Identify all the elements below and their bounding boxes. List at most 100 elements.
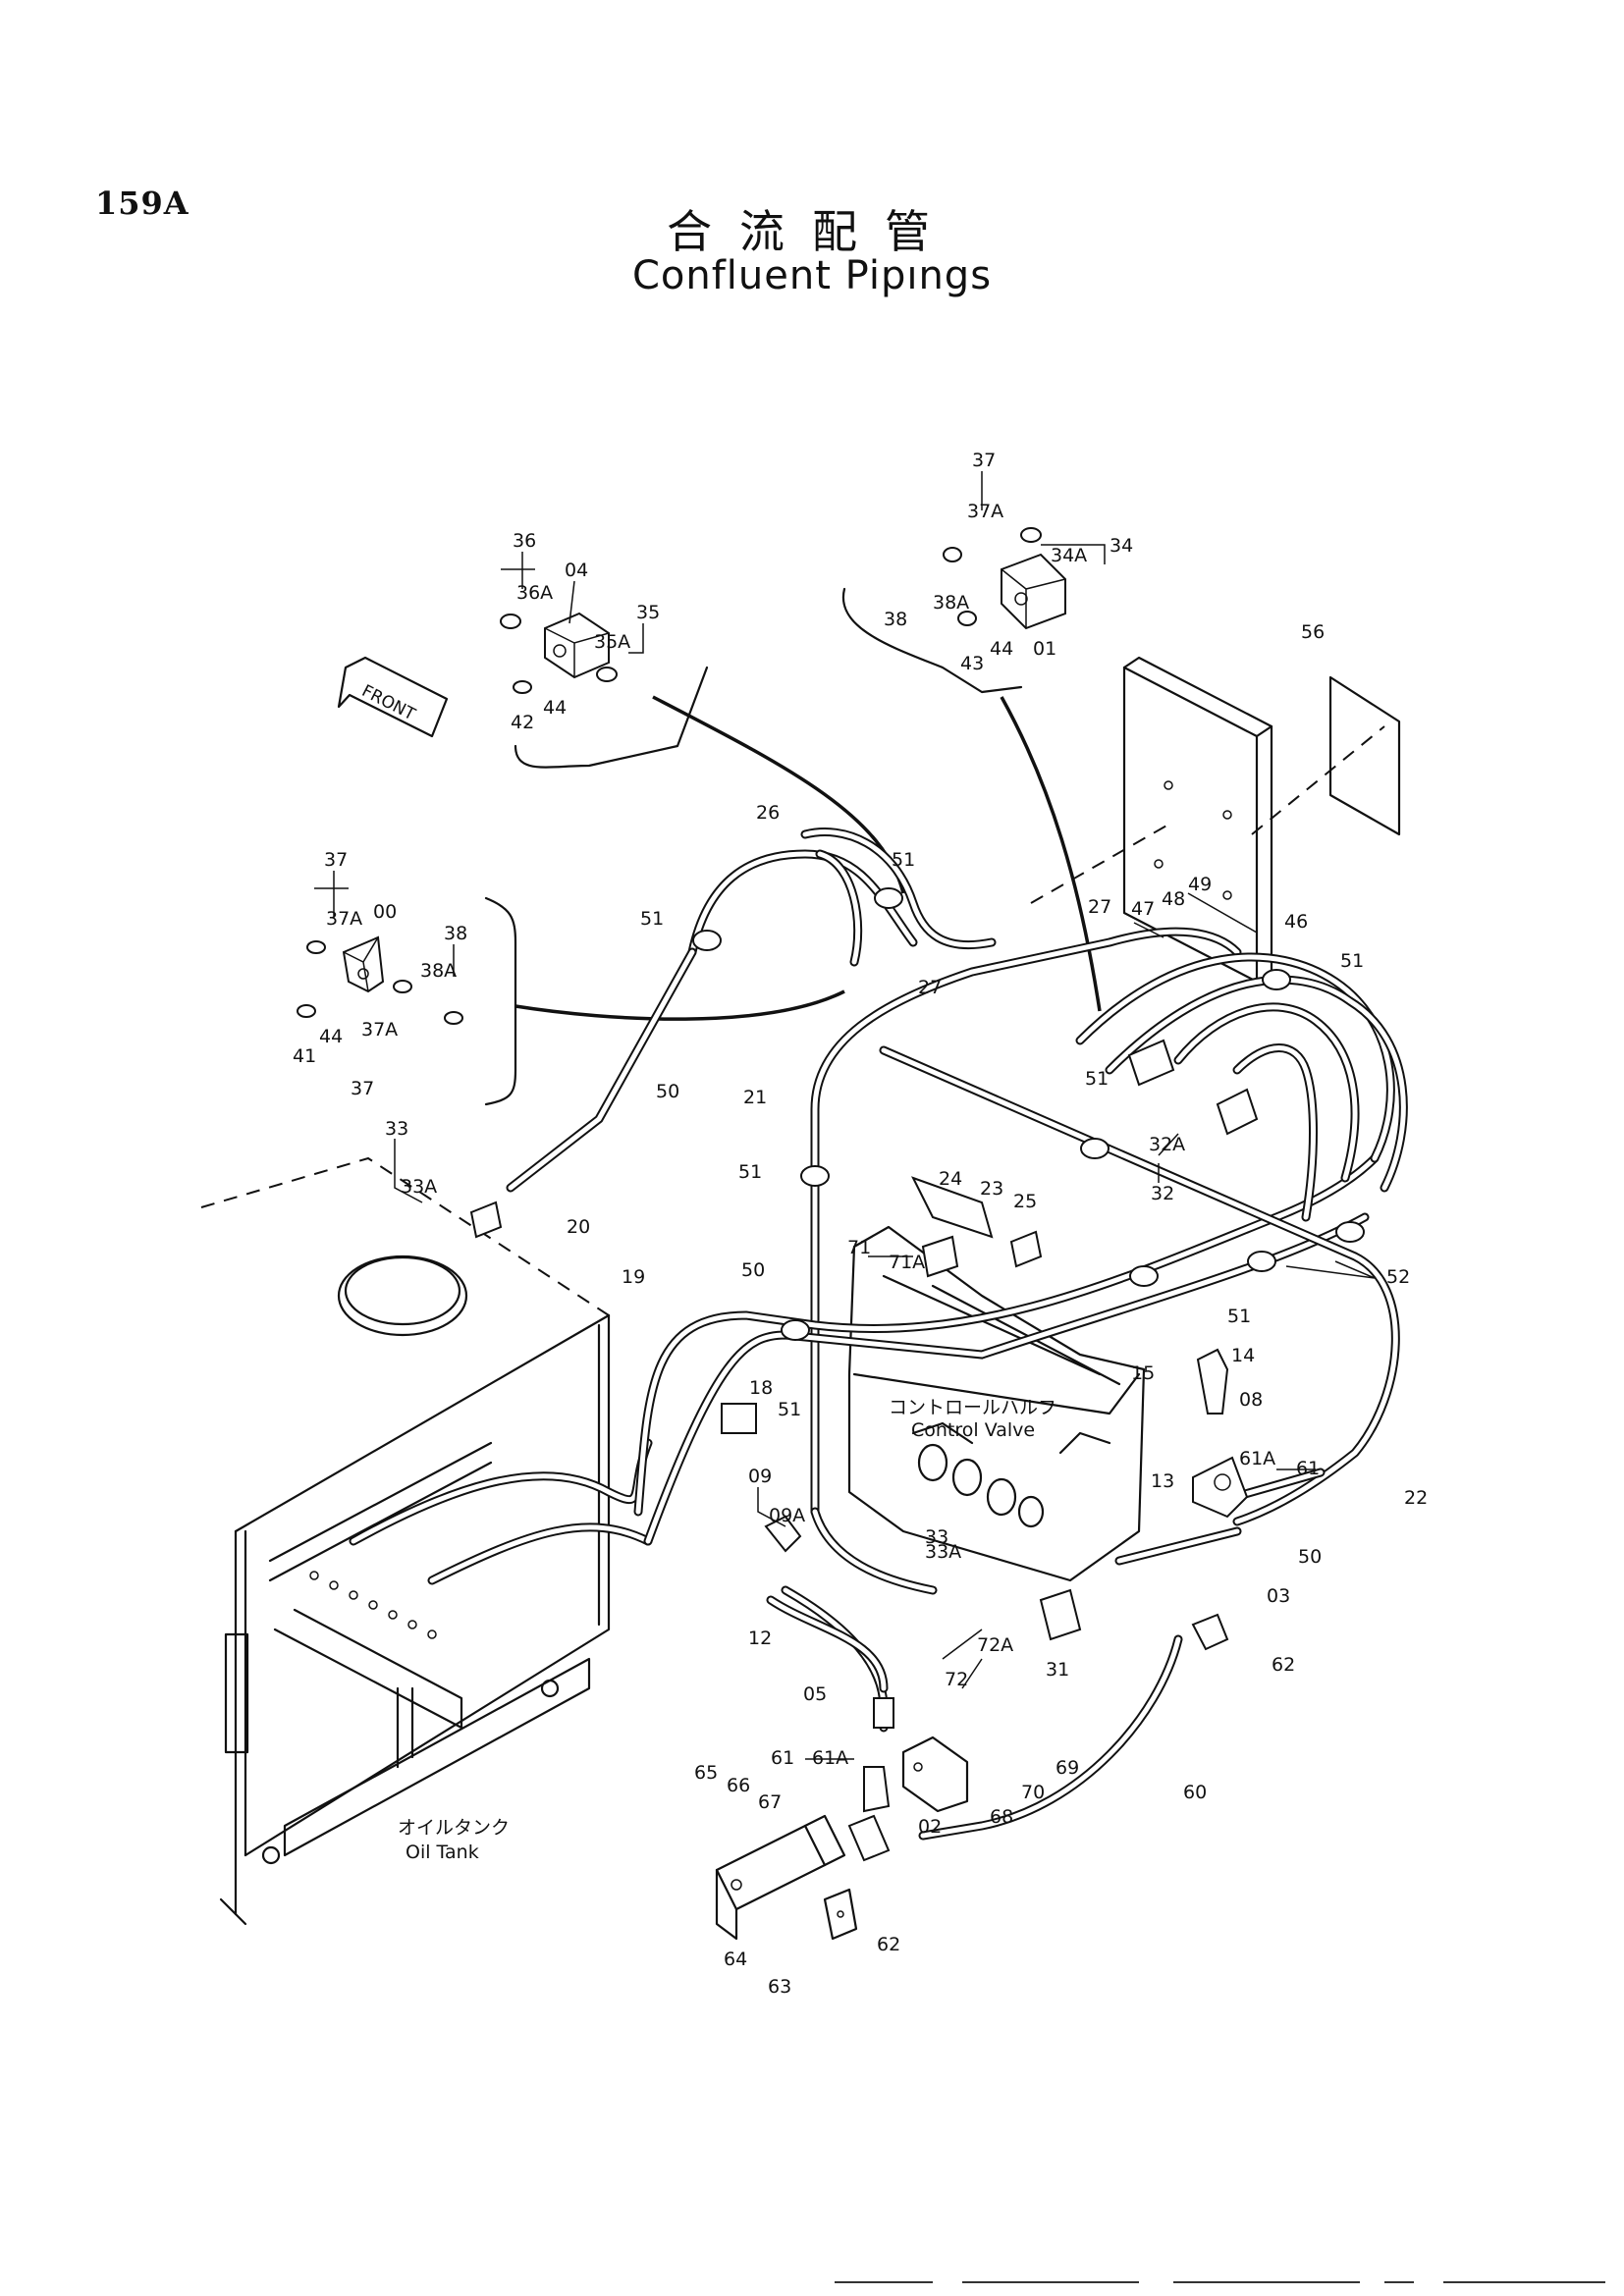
callout: 00 <box>373 901 397 923</box>
leader-line <box>652 695 905 894</box>
callout: 33 <box>385 1118 408 1140</box>
oil-tank-label-ja: オイルタンク <box>398 1817 510 1839</box>
callout: 37A <box>361 1019 398 1041</box>
control-valve-label-ja: コントロールハルフ <box>889 1397 1056 1418</box>
callout: 38A <box>933 592 969 614</box>
callout: 32 <box>1151 1183 1174 1204</box>
callout: 37A <box>326 908 362 930</box>
leader-line <box>1000 696 1102 1012</box>
control-valve: コントロールハルフ Control Valve <box>847 1225 1146 1582</box>
callout: 48 <box>1162 888 1185 910</box>
plate-63 <box>823 1888 858 1941</box>
front-label: FRONT <box>358 681 418 724</box>
callout: 35A <box>594 631 630 653</box>
footer-rule <box>962 2281 1139 2283</box>
callout: 60 <box>1183 1782 1207 1803</box>
callout: 31 <box>1046 1659 1069 1681</box>
oil-tank-label: Oil Tank <box>406 1842 479 1863</box>
callout: 33A <box>401 1176 437 1198</box>
callout: 09A <box>769 1505 805 1526</box>
footer-rule <box>1384 2281 1414 2283</box>
footer-rule <box>835 2281 933 2283</box>
callout: 27 <box>1088 896 1111 918</box>
page-title: Confluent Pipıngs <box>631 253 993 298</box>
callout: 51 <box>738 1161 762 1183</box>
valve-block-01 <box>943 527 1066 630</box>
control-valve-label: Control Valve <box>911 1419 1035 1441</box>
callout-labels: 36 36A 04 35 35A 42 44 37 37A 34 34A 38 … <box>293 450 1428 1998</box>
callout: 51 <box>1340 950 1364 972</box>
callout: 61A <box>812 1747 848 1769</box>
callout: 05 <box>803 1683 827 1705</box>
callout: 69 <box>1056 1757 1079 1779</box>
callout: 46 <box>1284 911 1308 933</box>
callout: 38A <box>420 960 457 982</box>
callout: 20 <box>567 1216 590 1238</box>
callout: 36 <box>513 530 536 552</box>
clamps <box>692 887 1365 1341</box>
callout: 43 <box>960 653 984 674</box>
callout: 08 <box>1239 1389 1263 1411</box>
callout: 67 <box>758 1791 782 1813</box>
callout: 51 <box>640 908 664 930</box>
callout: 37 <box>324 849 348 871</box>
callout: 50 <box>656 1081 679 1102</box>
callout: 35 <box>636 602 660 623</box>
callout: 34A <box>1051 545 1087 566</box>
callout: 62 <box>877 1934 900 1955</box>
cover-56 <box>1030 675 1401 904</box>
callout: 51 <box>892 849 915 871</box>
callout: 63 <box>768 1976 791 1998</box>
callout: 37A <box>967 501 1003 522</box>
callout: 47 <box>1131 898 1155 920</box>
callout: 61 <box>1296 1458 1320 1479</box>
callout: 34 <box>1110 535 1133 557</box>
callout: 70 <box>1021 1782 1045 1803</box>
callout: 03 <box>1267 1585 1290 1607</box>
callout: 14 <box>1231 1345 1255 1366</box>
callout: 64 <box>724 1949 747 1970</box>
callout: 32A <box>1149 1134 1185 1155</box>
callout: 22 <box>1404 1487 1428 1509</box>
oil-tank <box>200 1156 653 1926</box>
callout: 33A <box>925 1541 961 1563</box>
callout: 49 <box>1188 874 1212 895</box>
callout: 44 <box>990 638 1013 660</box>
callout: 02 <box>918 1816 942 1838</box>
detail-bracket-top-left <box>514 666 709 769</box>
callout: 26 <box>756 802 780 824</box>
tank-holes <box>309 1571 437 1639</box>
callout: 25 <box>1013 1191 1037 1212</box>
callout: 72A <box>977 1634 1013 1656</box>
callout: 56 <box>1301 621 1325 643</box>
callout: 44 <box>319 1026 343 1047</box>
callout: 51 <box>778 1399 801 1420</box>
callout: 37 <box>972 450 996 471</box>
callout: 23 <box>980 1178 1003 1200</box>
callout: 51 <box>1227 1306 1251 1327</box>
front-arrow: FRONT <box>337 656 449 738</box>
plate-68 <box>901 1735 969 1813</box>
callout: 21 <box>743 1087 767 1108</box>
leader-line <box>514 989 845 1021</box>
callout: 15 <box>1131 1362 1155 1384</box>
fittings <box>469 1039 1259 1862</box>
page-number: 159A <box>95 185 189 222</box>
callout: 38 <box>884 609 907 630</box>
callout: 52 <box>1386 1266 1410 1288</box>
callout: 68 <box>990 1806 1013 1828</box>
callout: 65 <box>694 1762 718 1784</box>
callout: 19 <box>622 1266 645 1288</box>
callout: 71A <box>889 1252 925 1273</box>
callout: 50 <box>741 1259 765 1281</box>
tube-05 <box>766 1595 889 1693</box>
bracket-64 <box>715 1814 846 1941</box>
page-title-japanese: 合流配管 <box>667 205 957 258</box>
callout: 36A <box>516 582 553 604</box>
detail-bracket-top-right <box>841 587 1023 694</box>
callout: 44 <box>543 697 567 719</box>
label-leaders <box>314 471 1376 1760</box>
callout: 61A <box>1239 1448 1275 1469</box>
valve-block-04 <box>500 612 618 694</box>
